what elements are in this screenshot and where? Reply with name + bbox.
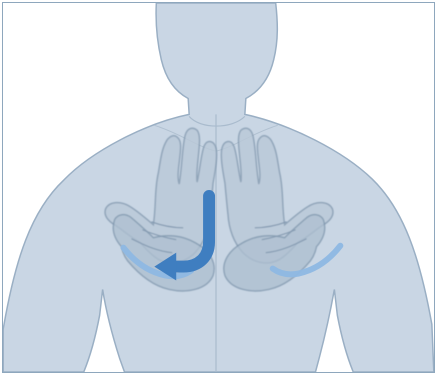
human-torso <box>3 3 434 372</box>
illustration-frame <box>2 2 435 373</box>
chest-massage-illustration <box>3 3 434 372</box>
